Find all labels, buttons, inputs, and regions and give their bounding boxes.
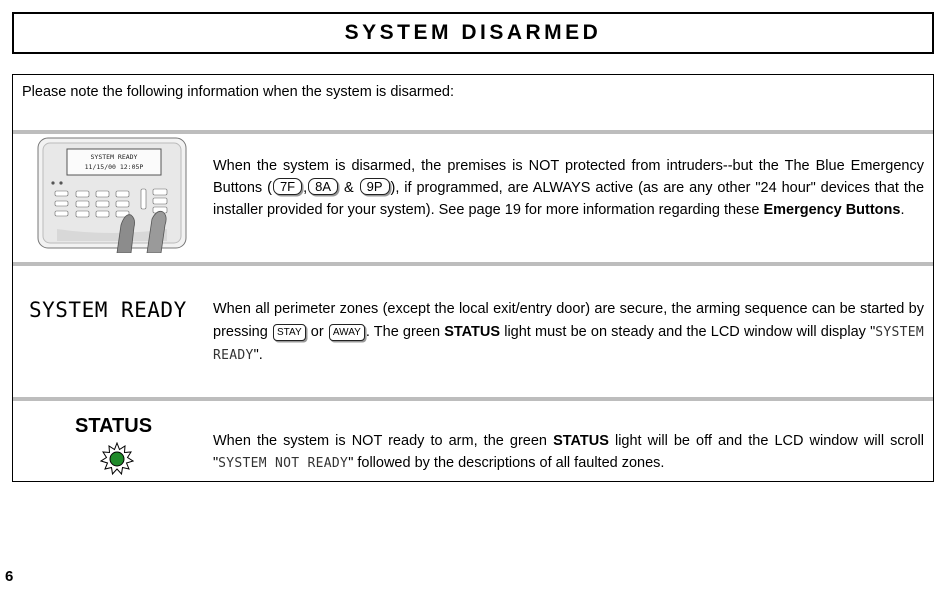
title-box: SYSTEM DISARMED — [12, 12, 934, 54]
divider — [13, 262, 933, 266]
key-9p: 9P — [359, 178, 390, 195]
status-bold: STATUS — [444, 324, 501, 340]
status-light-icon — [100, 442, 134, 476]
divider — [13, 130, 933, 134]
key-away: AWAY — [328, 324, 365, 341]
intro-text: Please note the following information wh… — [22, 84, 454, 100]
status-label: STATUS — [75, 415, 153, 437]
keypad-illustration: SYSTEM READY 11/15/00 12:05P — [37, 137, 187, 253]
status-bold: STATUS — [553, 433, 609, 449]
ready-paragraph: When all perimeter zones (except the loc… — [213, 301, 924, 363]
key-7f: 7F — [272, 178, 303, 195]
key-stay: STAY — [272, 324, 306, 341]
info-panel: Please note the following information wh… — [12, 74, 934, 482]
keypad-display-line2: 11/15/00 12:05P — [85, 163, 144, 171]
divider — [13, 397, 933, 401]
lcd-text: SYSTEM NOT READY — [218, 456, 349, 471]
not-ready-paragraph: When the system is NOT ready to arm, the… — [213, 433, 924, 471]
lcd-text: SYSTEM READY — [213, 325, 924, 363]
disarmed-paragraph: When the system is disarmed, the premise… — [213, 158, 925, 218]
key-8a: 8A — [308, 178, 339, 195]
system-ready-label: SYSTEM READY — [29, 298, 187, 322]
page-number: 6 — [5, 568, 14, 585]
keypad-display-line1: SYSTEM READY — [91, 153, 138, 161]
page-title: SYSTEM DISARMED — [344, 21, 602, 44]
emergency-buttons-bold: Emergency Buttons — [763, 202, 901, 218]
